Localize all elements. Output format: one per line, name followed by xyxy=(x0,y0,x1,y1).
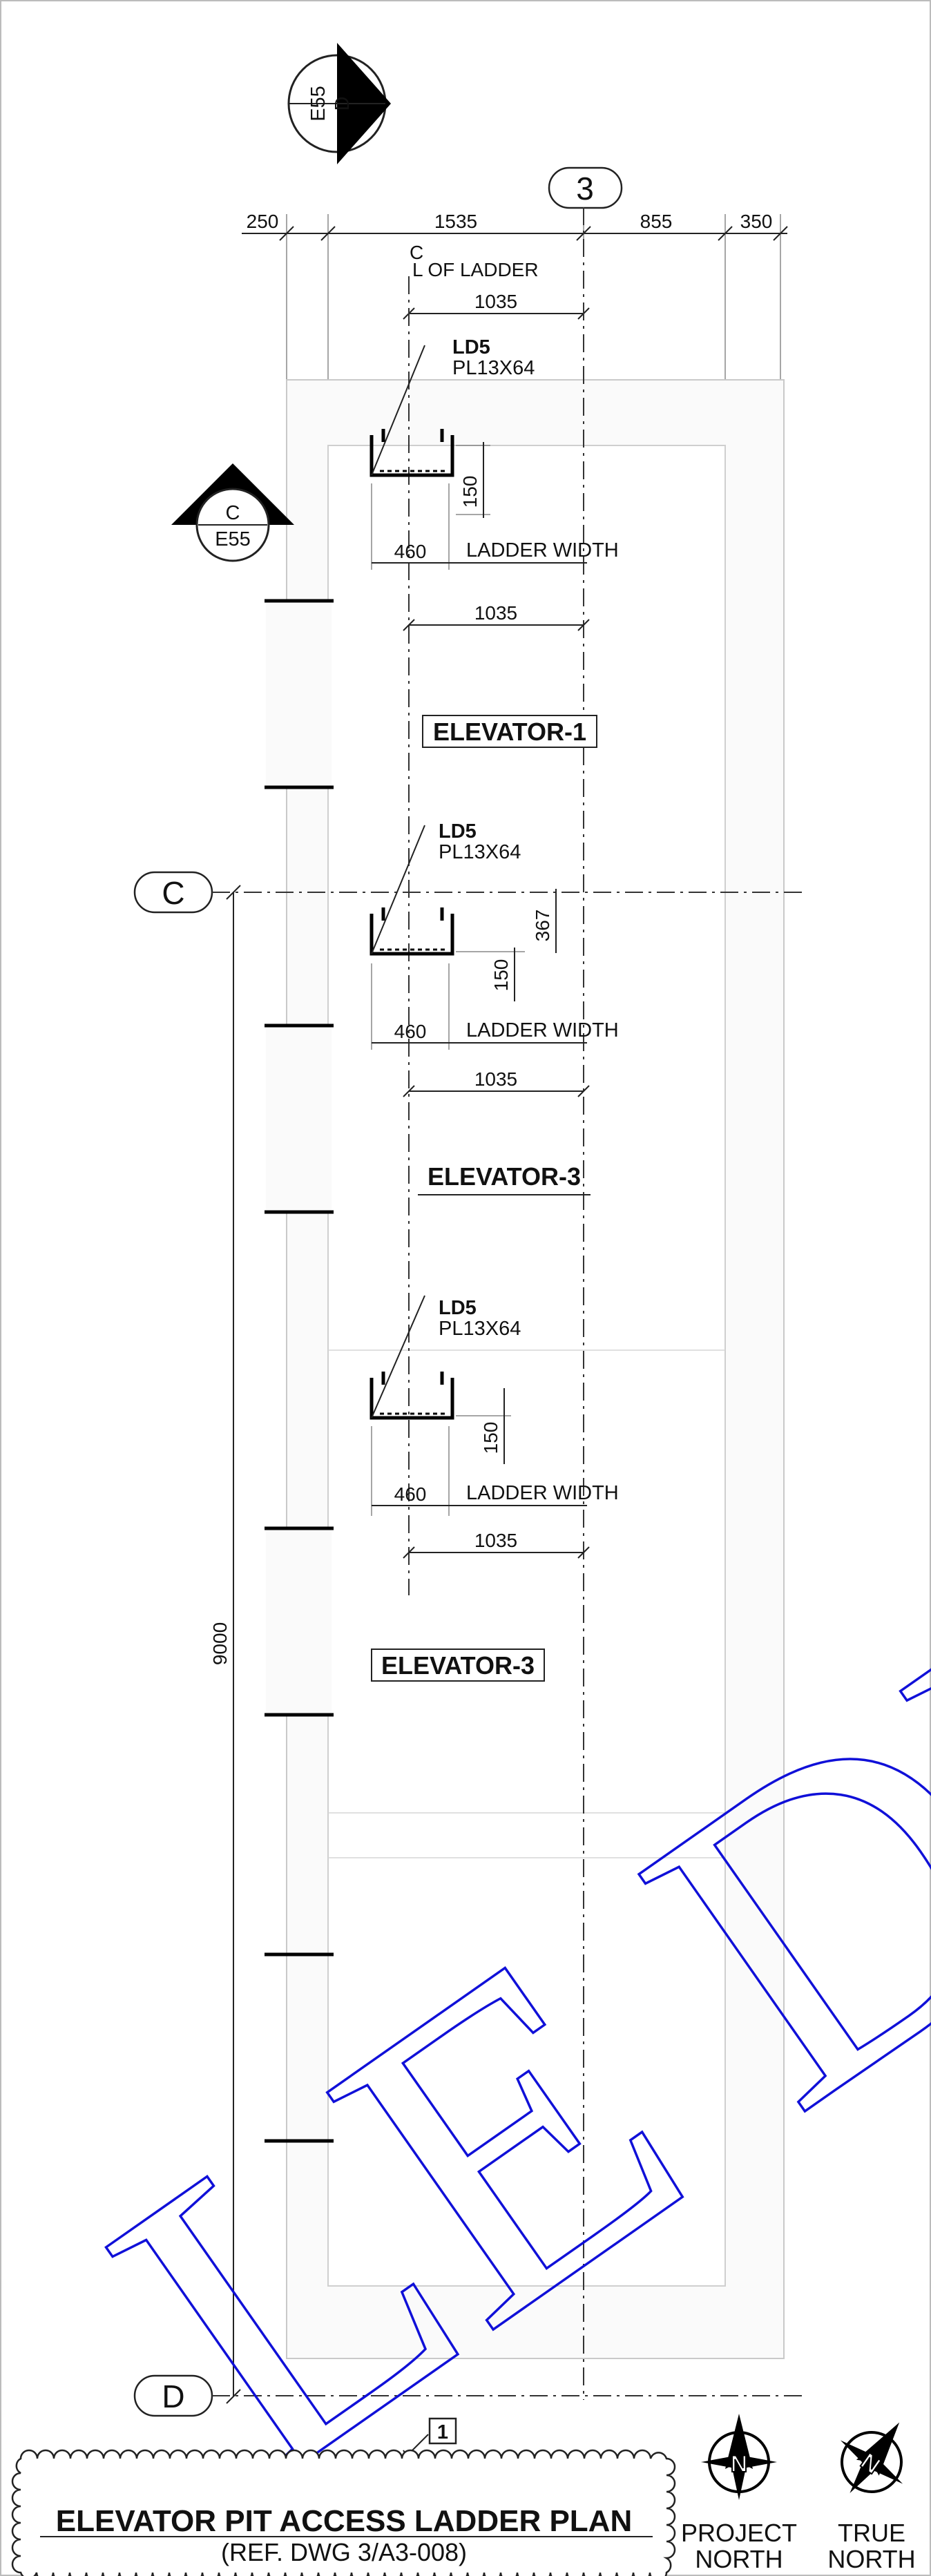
room-elevator-1-label: ELEVATOR-1 xyxy=(433,718,586,746)
ladder-2: LD5 PL13X64 367 150 460 LADDER WIDTH 103… xyxy=(369,820,619,1097)
overall-height-dim: 9000 xyxy=(209,885,241,2404)
ladder-2-offset: 1035 xyxy=(474,1068,517,1090)
ladder-3-width-value: 460 xyxy=(394,1483,427,1505)
grid-line-d: D xyxy=(133,2374,805,2417)
revision-cloud xyxy=(11,2449,676,2576)
section-marker-c-top: C xyxy=(226,502,240,524)
project-north: N PROJECT NORTH xyxy=(681,2414,797,2573)
drawing-reference: (REF. DWG 3/A3-008) xyxy=(221,2538,467,2566)
grid-label-c: C xyxy=(162,875,184,911)
door-openings xyxy=(265,599,334,2143)
ladder-1-offset: 1035 xyxy=(474,602,517,624)
grid-line-c: C xyxy=(133,871,805,914)
ladder-3-tag: LD5 xyxy=(439,1297,477,1319)
grid-bubble-3: 3 xyxy=(548,166,623,209)
centerline-symbol: C xyxy=(410,242,423,263)
room-elevator-1: ELEVATOR-1 xyxy=(422,715,597,748)
ladder-2-width-label: LADDER WIDTH xyxy=(466,1019,619,1041)
dim-250: 250 xyxy=(247,211,279,232)
dim-1535: 1535 xyxy=(434,211,477,232)
section-marker-d: E55 D xyxy=(287,43,391,164)
drawing-title: ELEVATOR PIT ACCESS LADDER PLAN xyxy=(56,2504,632,2538)
room-elevator-3a: ELEVATOR-3 xyxy=(418,1162,591,1195)
ladder-2-width-value: 460 xyxy=(394,1021,427,1042)
ladder-3-offset: 1035 xyxy=(474,1530,517,1551)
section-marker-c: C E55 xyxy=(171,463,294,562)
ladder-2-tag: LD5 xyxy=(439,820,477,843)
ladder-1: LD5 PL13X64 150 460 LADDER WIDTH 1035 xyxy=(369,336,619,631)
dim-350: 350 xyxy=(740,211,773,232)
ladder-3-width-label: LADDER WIDTH xyxy=(466,1482,619,1504)
svg-text:N: N xyxy=(731,2451,748,2477)
grid-label-d: D xyxy=(162,2378,184,2414)
ladder-3-section: PL13X64 xyxy=(439,1318,521,1340)
dim-855: 855 xyxy=(640,211,673,232)
revision-tag: 1 xyxy=(403,2417,457,2459)
room-elevator-3b: ELEVATOR-3 xyxy=(371,1649,545,1682)
top-ladder-offset-dim: 1035 xyxy=(403,291,590,320)
overall-height-value: 9000 xyxy=(209,1622,231,1665)
room-elevator-3a-label: ELEVATOR-3 xyxy=(428,1162,581,1191)
true-north: N TRUE NORTH xyxy=(827,2422,916,2573)
room-elevator-3b-label: ELEVATOR-3 xyxy=(381,1651,535,1680)
centerline-of-ladder-label: L OF LADDER xyxy=(412,259,539,280)
true-north-line2: NORTH xyxy=(827,2545,915,2573)
revision-number: 1 xyxy=(437,2421,448,2443)
section-marker-d-top: E55 xyxy=(307,86,329,122)
top-ladder-offset-value: 1035 xyxy=(474,291,517,312)
ladder-2-pit-offset: 367 xyxy=(532,910,553,942)
section-marker-d-bottom: D xyxy=(332,97,354,111)
section-marker-c-bottom: E55 xyxy=(215,528,251,550)
ladder-3-rung-depth: 150 xyxy=(480,1422,501,1454)
ladder-1-tag: LD5 xyxy=(452,336,490,358)
ladder-3: LD5 PL13X64 150 460 LADDER WIDTH 1035 xyxy=(369,1295,619,1559)
ladder-1-rung-depth: 150 xyxy=(459,476,481,508)
grid-label-3: 3 xyxy=(576,171,594,206)
project-north-line2: NORTH xyxy=(695,2545,783,2573)
true-north-line1: TRUE xyxy=(838,2519,905,2547)
ladder-1-width-label: LADDER WIDTH xyxy=(466,539,619,561)
ladder-1-section: PL13X64 xyxy=(452,357,535,379)
ladder-2-rung-depth: 150 xyxy=(490,959,512,992)
ladder-2-section: PL13X64 xyxy=(439,841,521,863)
project-north-line1: PROJECT xyxy=(681,2519,797,2547)
title-block: ELEVATOR PIT ACCESS LADDER PLAN (REF. DW… xyxy=(11,2449,676,2576)
ladder-1-width-value: 460 xyxy=(394,541,427,562)
